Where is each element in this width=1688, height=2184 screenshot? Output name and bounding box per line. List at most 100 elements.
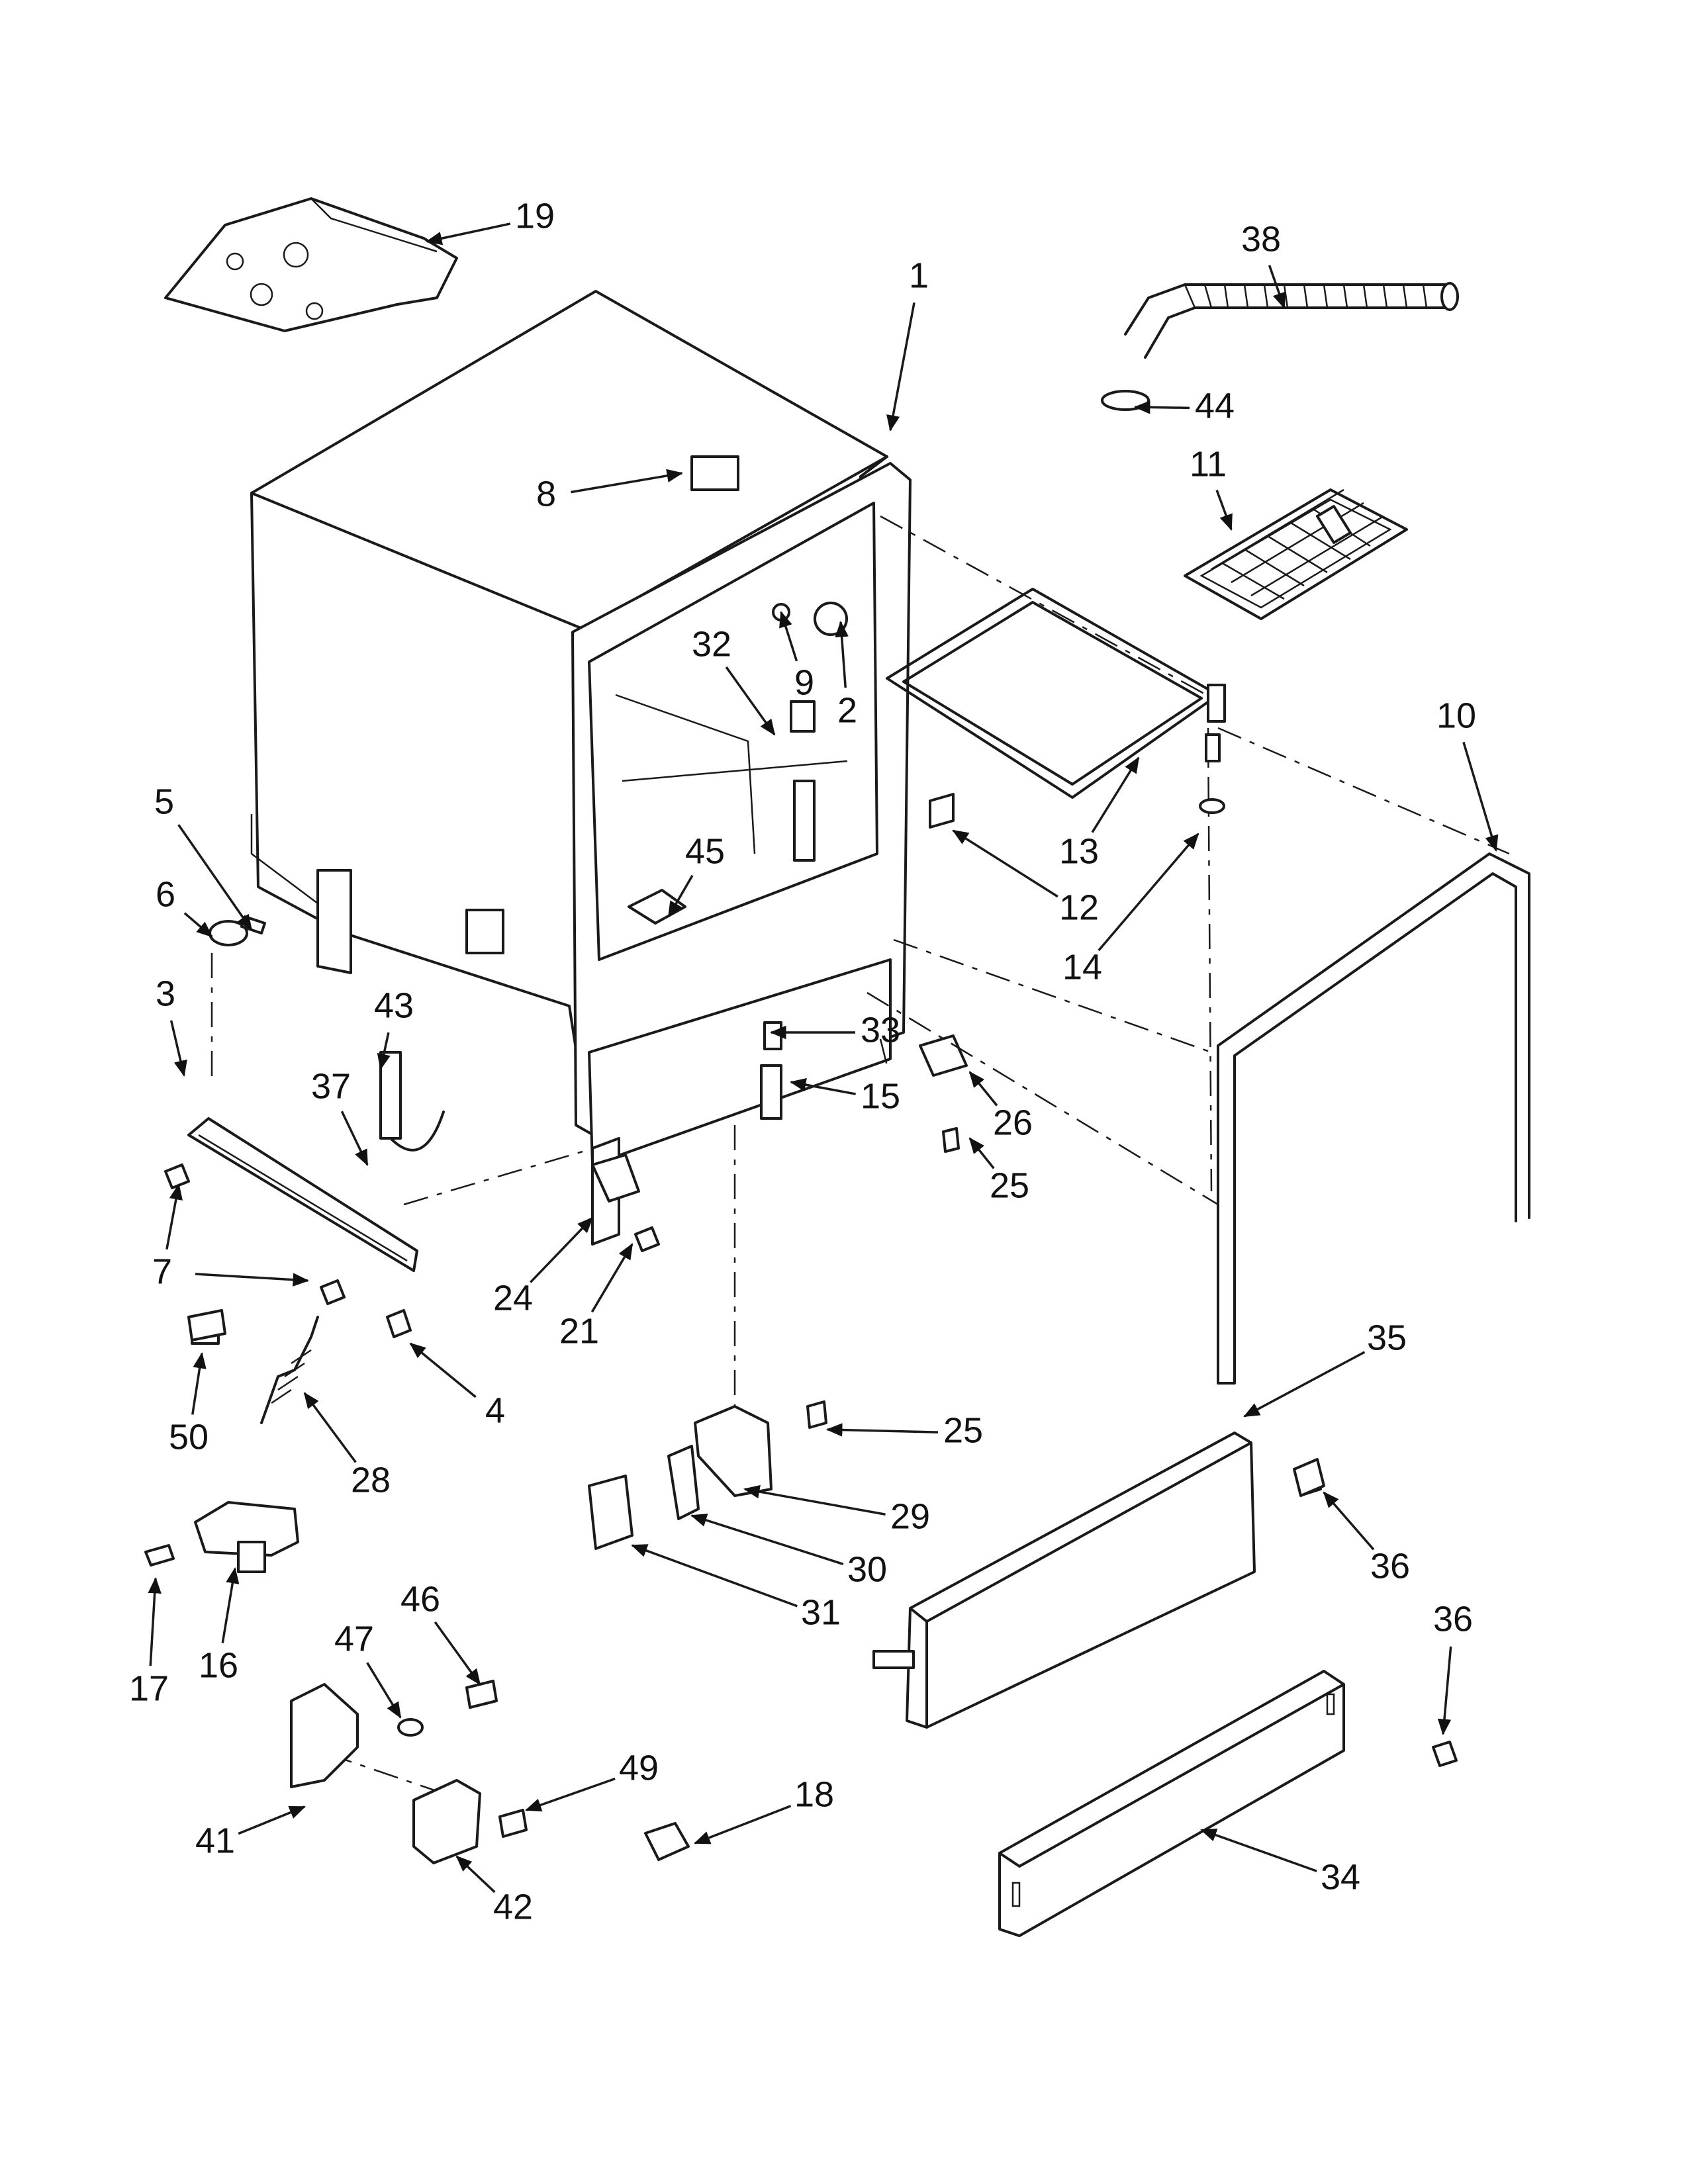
door-spring <box>260 1316 319 1424</box>
callout-number-c6: 6 <box>156 874 175 914</box>
callout-number-c41: 41 <box>195 1821 235 1860</box>
callout-number-c25: 25 <box>990 1165 1029 1205</box>
callout-number-c1: 1 <box>909 255 929 295</box>
callout-number-c2: 2 <box>837 690 857 730</box>
drain-hose <box>1101 282 1459 411</box>
callout-number-c26: 26 <box>993 1103 1033 1142</box>
callout-number-c42: 42 <box>493 1887 533 1927</box>
door-latch <box>588 1405 773 1550</box>
callout-leader-c10 <box>1462 741 1499 852</box>
callout-leader-c13 <box>1091 756 1140 833</box>
callout-number-c7: 7 <box>152 1251 172 1291</box>
callout-number-c15: 15 <box>861 1076 900 1116</box>
callout-leader-c25 <box>968 1137 995 1169</box>
hardware-bag <box>164 197 458 332</box>
callout-leader-c8 <box>571 469 684 494</box>
callout-leader-c30 <box>690 1514 844 1566</box>
callout-number-c47: 47 <box>334 1619 374 1659</box>
callout-number-c29: 29 <box>890 1496 930 1536</box>
callout-leader-c12 <box>952 829 1058 898</box>
dishwasher-tub <box>250 290 968 1246</box>
callout-leader-c31 <box>631 1544 798 1608</box>
small-parts <box>187 1127 1458 1861</box>
callout-leader-c36 <box>1323 1491 1375 1551</box>
callout-leader-c7b <box>195 1273 310 1287</box>
callout-number-c21: 21 <box>559 1311 599 1351</box>
callout-leader-c45 <box>667 875 694 918</box>
callout-leader-c50 <box>191 1351 207 1415</box>
callout-leader-c49 <box>525 1777 616 1812</box>
callout-leader-c1 <box>886 302 915 432</box>
callout-number-c32: 32 <box>692 624 731 664</box>
callout-number-c35: 35 <box>1367 1318 1407 1357</box>
callout-leader-c34 <box>1200 1828 1317 1872</box>
callout-leader-c5 <box>177 824 253 931</box>
callout-number-c14: 14 <box>1062 947 1102 987</box>
callout-number-c4: 4 <box>485 1390 505 1430</box>
callout-leader-c43 <box>377 1032 391 1070</box>
callout-number-c38: 38 <box>1241 219 1281 259</box>
callout-number-c46: 46 <box>400 1579 440 1619</box>
callout-number-c37: 37 <box>311 1066 351 1106</box>
callout-number-c49: 49 <box>619 1748 659 1788</box>
callout-leader-c44 <box>1133 400 1190 414</box>
callout-number-c5: 5 <box>154 782 174 821</box>
callout-leader-c41 <box>238 1805 306 1835</box>
callout-number-c3: 3 <box>156 974 175 1013</box>
water-valve <box>144 1501 299 1573</box>
callout-leader-c21 <box>590 1243 633 1313</box>
callout-leader-c25b <box>825 1423 939 1437</box>
callout-leader-c38 <box>1268 265 1286 309</box>
callout-leader-c16 <box>221 1567 240 1643</box>
kick-panel-upper <box>872 1432 1256 1729</box>
callout-number-c28: 28 <box>351 1460 391 1500</box>
callout-leader-c6 <box>183 912 213 938</box>
callout-leader-c37 <box>340 1111 369 1166</box>
callout-number-c50: 50 <box>169 1417 209 1457</box>
callout-number-c11: 11 <box>1190 444 1227 484</box>
callout-number-c19: 19 <box>515 196 555 236</box>
filter-grille <box>1184 488 1408 620</box>
callout-number-c31: 31 <box>801 1592 841 1632</box>
frame-rail <box>1217 852 1530 1385</box>
callout-leader-c46 <box>434 1621 481 1686</box>
callout-number-c9: 9 <box>794 662 814 702</box>
callout-leader-c32 <box>725 666 776 736</box>
callout-number-c24: 24 <box>493 1278 533 1318</box>
callout-number-c18: 18 <box>794 1774 834 1814</box>
callout-number-c17: 17 <box>129 1668 169 1708</box>
callout-leader-c14 <box>1098 833 1199 952</box>
callout-number-c36: 36 <box>1370 1546 1410 1586</box>
callout-number-c8: 8 <box>536 474 556 514</box>
callout-leader-c29 <box>743 1484 886 1516</box>
callout-number-c30: 30 <box>847 1549 887 1589</box>
junction-brackets <box>290 1680 528 1864</box>
callout-leader-c17 <box>148 1576 162 1666</box>
callout-labels: 1234567891011121314151617181921242525262… <box>129 196 1476 1927</box>
callout-leader-c19 <box>426 222 511 246</box>
callout-leader-c42 <box>455 1855 496 1893</box>
callout-leader-c26 <box>968 1071 998 1107</box>
callout-number-c13: 13 <box>1059 831 1099 871</box>
callout-leaders <box>148 222 1499 1893</box>
callout-leader-c7 <box>165 1183 183 1250</box>
callout-number-c25b: 25 <box>943 1410 983 1450</box>
callout-leader-c24 <box>530 1216 594 1283</box>
callout-leader-c35 <box>1243 1351 1366 1418</box>
callout-number-c43: 43 <box>374 985 414 1025</box>
callout-leader-c4 <box>409 1342 477 1398</box>
callout-leader-c9 <box>779 611 798 662</box>
callout-leader-c2 <box>835 620 849 688</box>
callout-leader-c18 <box>694 1805 792 1844</box>
callout-leader-c15 <box>789 1078 856 1095</box>
callout-number-c33: 33 <box>861 1010 900 1050</box>
callout-leader-c36b <box>1437 1646 1452 1736</box>
callout-number-c34: 34 <box>1321 1857 1360 1897</box>
callout-leader-c47 <box>366 1662 402 1719</box>
callout-leader-c28 <box>303 1392 357 1463</box>
callout-leader-c11 <box>1215 490 1233 531</box>
callout-number-c16: 16 <box>199 1645 238 1685</box>
callout-number-c44: 44 <box>1195 386 1235 426</box>
callout-number-c45: 45 <box>685 831 725 871</box>
